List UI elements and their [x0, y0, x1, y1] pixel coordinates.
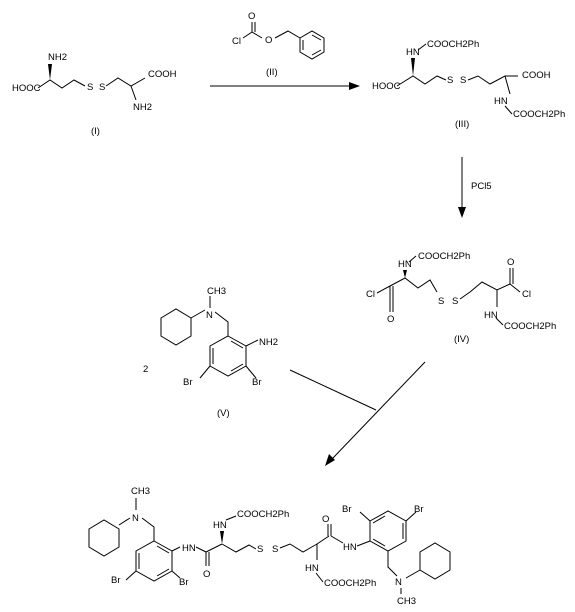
- atom-label: CH3: [397, 596, 416, 607]
- compound-III: HN COOCH2Ph HOOC S S COOH HN COOCH2Ph (I…: [372, 39, 565, 130]
- atom-label: O: [248, 11, 255, 22]
- atom-label: COOCH2Ph: [504, 321, 556, 332]
- atom-label: HN: [305, 563, 319, 574]
- atom-label: S: [447, 75, 453, 86]
- reaction-arrow-1: [210, 82, 360, 90]
- atom-label: S: [438, 296, 444, 307]
- atom-label: COOCH2Ph: [513, 109, 565, 120]
- atom-label: NH2: [133, 102, 152, 113]
- compound-label-V: (V): [217, 408, 230, 419]
- reagent-pcl5: PCl5: [471, 181, 492, 192]
- atom-label: Cl: [522, 289, 531, 300]
- atom-label: HN: [213, 520, 227, 531]
- atom-label: HN: [343, 542, 357, 553]
- atom-label: HN: [494, 96, 508, 107]
- atom-label: HN: [182, 543, 196, 554]
- atom-label: Br: [342, 504, 352, 515]
- atom-label: NH2: [259, 337, 278, 348]
- atom-label: COOCH2Ph: [418, 251, 470, 262]
- compound-IV: HN COOCH2Ph Cl O S S O Cl HN COOCH2Ph (I…: [366, 251, 556, 345]
- atom-label: O: [387, 314, 394, 325]
- atom-label: S: [257, 544, 263, 555]
- atom-label: S: [87, 82, 93, 93]
- atom-label: Br: [183, 377, 193, 388]
- atom-label: Cl: [232, 36, 241, 47]
- atom-label: Br: [111, 575, 121, 586]
- reaction-arrow-2: PCl5: [458, 157, 492, 218]
- atom-label: HN: [484, 310, 498, 321]
- reaction-arrow-3: [289, 361, 426, 466]
- compound-label-I: (I): [91, 126, 100, 137]
- atom-label: CH3: [131, 486, 150, 497]
- compound-I: NH2 HOOC S S COOH NH2 (I): [12, 52, 177, 137]
- atom-label: N: [206, 310, 213, 321]
- atom-label: HOOC: [12, 83, 41, 94]
- atom-label: O: [203, 569, 210, 580]
- atom-label: N: [395, 577, 402, 588]
- atom-label: COOCH2Ph: [237, 509, 289, 520]
- atom-label: COOH: [522, 70, 551, 81]
- atom-label: Cl: [366, 289, 375, 300]
- compound-label-II: (II): [266, 67, 278, 78]
- atom-label: Br: [179, 577, 189, 588]
- atom-label: NH2: [48, 52, 67, 63]
- atom-label: HOOC: [372, 81, 401, 92]
- atom-label: Br: [414, 504, 424, 515]
- atom-label: HN: [406, 47, 420, 58]
- atom-label: Br: [252, 377, 262, 388]
- atom-label: O: [322, 514, 329, 525]
- atom-label: COOCH2Ph: [324, 578, 376, 589]
- atom-label: N: [132, 513, 139, 524]
- atom-label: S: [460, 75, 466, 86]
- atom-label: O: [507, 257, 514, 268]
- compound-label-III: (III): [455, 119, 469, 130]
- atom-label: S: [272, 544, 278, 555]
- compound-II: Cl O O (II): [232, 11, 325, 78]
- atom-label: CH3: [207, 286, 226, 297]
- compound-label-IV: (IV): [454, 334, 469, 345]
- atom-label: HN: [398, 259, 412, 270]
- product: CH3 N Br Br HN O HN COOCH2Ph S S HN COOC…: [88, 486, 451, 607]
- atom-label: COOH: [148, 69, 177, 80]
- stoichiometry-label: 2: [143, 364, 148, 375]
- atom-label: S: [99, 82, 105, 93]
- atom-label: O: [265, 35, 272, 46]
- compound-V: 2 N CH3 NH2 Br Br (V): [143, 286, 278, 419]
- atom-label: COOCH2Ph: [427, 39, 479, 50]
- atom-label: S: [452, 296, 458, 307]
